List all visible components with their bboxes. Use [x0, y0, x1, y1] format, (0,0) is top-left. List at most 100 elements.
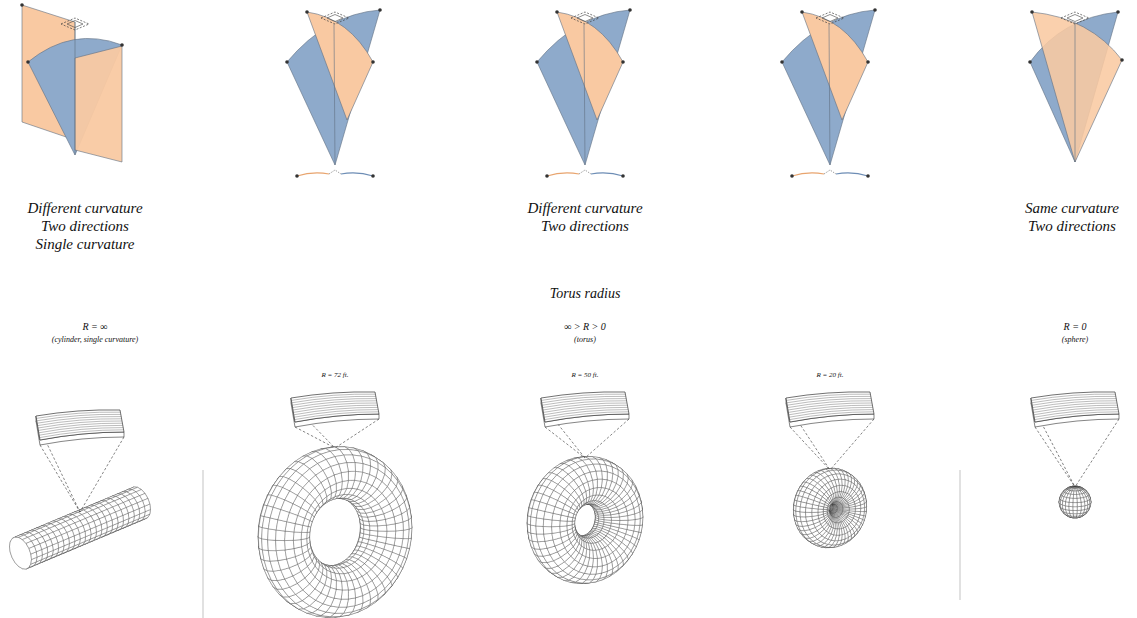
mesh-face	[341, 471, 348, 481]
arrow-tip	[866, 60, 870, 64]
mesh-face	[395, 530, 403, 538]
double-curvature-panel	[285, 8, 382, 178]
arrow-tip	[295, 174, 299, 178]
mesh-face	[276, 530, 285, 541]
arrow-tip	[20, 3, 24, 7]
same-curvature-panel	[1028, 10, 1124, 162]
mesh-face	[369, 521, 378, 526]
arrow-tip	[371, 174, 375, 178]
curved-surface	[1032, 12, 1122, 162]
mesh-face	[262, 539, 269, 551]
mesh-face	[611, 520, 619, 524]
arrow-tip	[26, 60, 30, 64]
mesh-face	[285, 540, 294, 550]
section-arc	[297, 173, 329, 176]
section-arc	[341, 173, 373, 176]
arrow-tip	[800, 10, 804, 14]
arrow-tip	[780, 60, 784, 64]
mesh-face	[386, 531, 395, 538]
arrow-tip	[120, 43, 124, 47]
arrow-tip	[621, 174, 625, 178]
inner-square	[822, 15, 838, 22]
divider-line	[203, 470, 204, 618]
arrow-tip	[555, 10, 559, 14]
arrow-tip	[866, 174, 870, 178]
mesh-face	[276, 550, 286, 561]
curved-surface	[537, 10, 630, 165]
mesh-face	[348, 471, 355, 480]
inner-square	[577, 15, 593, 22]
section-arc	[836, 173, 868, 176]
mesh-face	[285, 531, 294, 540]
mesh-face	[267, 540, 276, 550]
section-arc	[792, 173, 824, 176]
dashed-square	[61, 18, 89, 30]
dashed-square	[816, 12, 844, 24]
arrow-tip	[1028, 60, 1032, 64]
mesh-face	[301, 532, 307, 539]
mesh-face	[341, 590, 348, 599]
cylinder-mesh	[10, 487, 151, 569]
arrow-tip	[1116, 10, 1120, 14]
section-arc	[329, 170, 341, 174]
arrow-tip	[621, 60, 625, 64]
mesh-face	[604, 517, 611, 520]
curved-surface	[75, 46, 122, 162]
dashed-square	[1061, 12, 1089, 24]
section-arc	[547, 173, 579, 176]
arrow-tip	[628, 8, 632, 12]
curved-surface	[557, 12, 623, 120]
mesh-face	[10, 537, 32, 569]
mesh-face	[355, 463, 363, 473]
arrow-tip	[378, 8, 382, 12]
mesh-face	[301, 539, 307, 547]
fold-line	[829, 24, 830, 165]
mesh-face	[336, 581, 342, 591]
arrow-tip	[1030, 10, 1034, 14]
mesh-face	[597, 558, 602, 567]
fold-line	[75, 22, 76, 155]
mesh-face	[278, 510, 289, 522]
arrow-tip	[535, 60, 539, 64]
curved-surface	[307, 12, 373, 120]
fold-line	[584, 24, 585, 165]
mesh-face	[348, 589, 355, 599]
mesh-face	[342, 480, 349, 489]
mesh-face	[285, 549, 295, 559]
mesh-face	[378, 525, 387, 531]
inner-square	[327, 15, 343, 22]
fold-line	[334, 24, 335, 165]
arrow-tip	[1120, 58, 1124, 62]
divider-line	[960, 470, 961, 600]
arrow-tip	[873, 8, 877, 12]
curved-surface	[782, 10, 875, 165]
mesh-face	[276, 540, 285, 550]
mesh-face	[620, 520, 628, 525]
mesh-face	[262, 528, 269, 540]
inner-square	[67, 21, 83, 28]
mesh-face	[29, 546, 36, 554]
mesh-face	[355, 471, 363, 481]
section-arc	[824, 170, 836, 174]
inner-square	[1067, 15, 1083, 22]
section-arc	[591, 173, 623, 176]
section-arc	[579, 170, 591, 174]
single-curvature-panel	[20, 3, 124, 162]
mesh-face	[268, 529, 277, 541]
mesh-face	[403, 529, 409, 538]
mesh-face	[378, 531, 387, 537]
mesh-face	[543, 527, 552, 534]
mesh-face	[627, 525, 635, 531]
mesh-face	[370, 526, 378, 531]
curved-surface	[287, 10, 380, 165]
torus-mesh	[258, 447, 412, 617]
torus-mesh	[527, 457, 643, 584]
dashed-square	[571, 12, 599, 24]
mesh-face	[342, 581, 349, 590]
curved-surface	[802, 12, 868, 120]
mesh-face	[394, 538, 403, 547]
curvature-panels	[20, 3, 1124, 178]
arrow-tip	[545, 174, 549, 178]
mesh-face	[628, 520, 635, 526]
